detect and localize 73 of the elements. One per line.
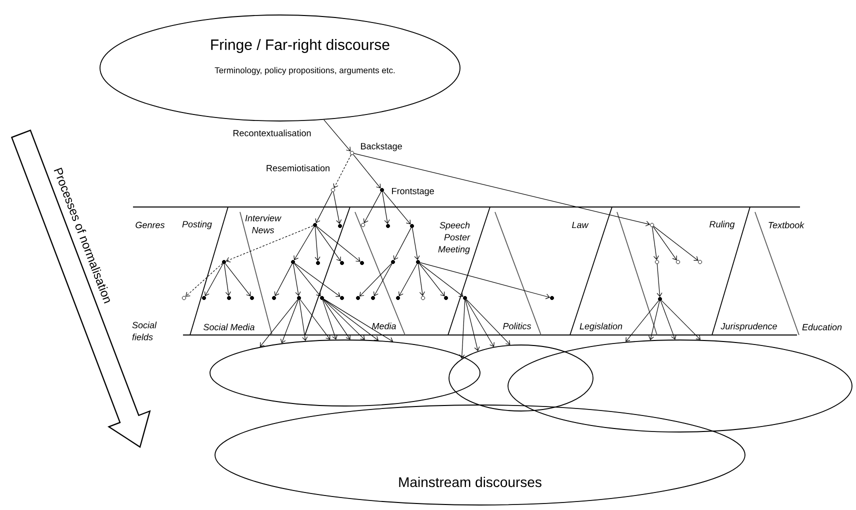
arrow: [294, 226, 314, 260]
arrow: [653, 226, 698, 261]
arrow: [661, 300, 701, 340]
arrow: [323, 298, 379, 341]
field-label: Politics: [503, 322, 532, 330]
field-label: Jurisprudence: [720, 322, 777, 332]
arrow: [324, 120, 351, 152]
genre-label: Interview News: [245, 214, 282, 234]
arrow: [323, 298, 394, 342]
arrow: [314, 226, 320, 261]
genre-label: Speech Poster Meeting: [438, 222, 470, 254]
arrow: [626, 300, 660, 342]
arrow: [224, 263, 251, 296]
arrow: [316, 226, 341, 262]
arrow: [359, 263, 392, 297]
field-label: Social Media: [204, 324, 254, 330]
arrow: [382, 192, 390, 224]
arrow: [652, 226, 677, 260]
arrow: [204, 263, 224, 296]
arrow: [299, 300, 308, 341]
stage-label: Backstage: [361, 142, 402, 152]
arrow: [323, 299, 365, 340]
arrow: [420, 262, 550, 300]
edge-label: Recontextualisation: [232, 128, 312, 138]
arrow: [316, 226, 360, 262]
arrow: [226, 225, 314, 262]
discourse-ellipse: [448, 344, 594, 412]
arrow: [322, 300, 338, 340]
arrow: [294, 263, 321, 296]
field-label: Legislation: [580, 322, 622, 332]
arrow: [260, 299, 298, 347]
arrow: [300, 299, 330, 340]
arrow: [354, 153, 650, 226]
arrow: [353, 154, 381, 188]
arrow: [383, 191, 411, 224]
genre-label: Ruling: [710, 220, 735, 230]
arrow: [274, 264, 292, 296]
genre-label: Genres: [136, 222, 165, 228]
stage-label: Frontstage: [392, 188, 434, 196]
arrow: [333, 154, 352, 188]
field-label: Media: [372, 322, 396, 330]
discourse-ellipse: [508, 340, 852, 432]
field-label: Social fields: [132, 322, 157, 340]
arrow: [412, 228, 420, 260]
arrow: [294, 262, 340, 297]
arrow: [393, 228, 412, 260]
genre-label: Textbook: [768, 222, 804, 228]
arrow: [398, 263, 418, 296]
field-label: Education: [802, 324, 842, 330]
arrow: [363, 192, 382, 224]
edge-label: Resemiotisation: [265, 164, 332, 172]
arrow: [652, 226, 659, 260]
arrow: [466, 299, 510, 345]
genre-label: Posting: [182, 220, 212, 230]
arrow: [322, 299, 350, 340]
arrow: [315, 192, 332, 224]
arrow: [418, 263, 445, 296]
arrow: [656, 264, 662, 297]
arrow: [293, 264, 301, 296]
arrow: [373, 263, 392, 296]
arrow: [419, 262, 464, 297]
genre-label: Law: [572, 222, 589, 228]
arrow: [280, 300, 299, 344]
discourse-ellipse: [210, 340, 480, 406]
arrow: [465, 300, 480, 352]
arrow: [466, 299, 494, 347]
arrow: [418, 264, 425, 296]
arrow: [333, 192, 342, 224]
arrow: [224, 264, 231, 296]
arrow: [459, 300, 466, 359]
arrow: [660, 300, 676, 340]
arrow: [648, 300, 660, 340]
arrow: [186, 263, 223, 297]
